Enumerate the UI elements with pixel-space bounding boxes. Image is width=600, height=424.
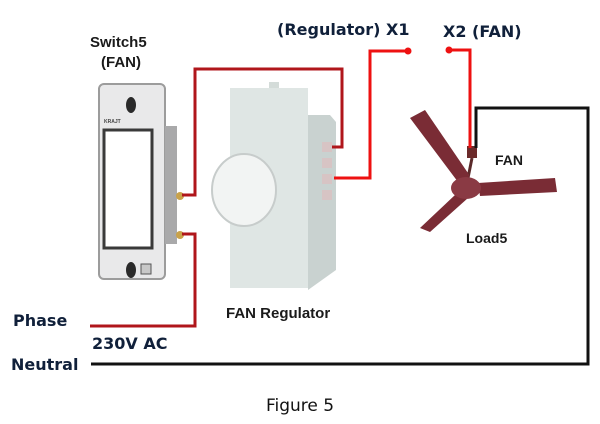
fan-regulator [211, 82, 336, 290]
screw-icon [126, 262, 136, 278]
neutral-wire [91, 106, 590, 366]
neutral-label: Neutral [11, 355, 79, 374]
regulator-knob [211, 153, 277, 227]
regulator-x1-label: (Regulator) X1 [277, 20, 410, 39]
load-label: Load5 [466, 230, 508, 246]
x2-to-fan-wire [449, 48, 472, 148]
phase-label: Phase [13, 311, 68, 330]
voltage-label: 230V AC [92, 334, 168, 353]
x2-terminal [445, 46, 453, 54]
phase-wire [90, 232, 197, 328]
switch-plate [98, 83, 184, 280]
regulator-label: FAN Regulator [226, 305, 331, 322]
fan-label: FAN [495, 152, 523, 168]
switch-label-line2: (FAN) [101, 54, 141, 71]
regulator-to-x1-wire [334, 49, 408, 180]
switch-label-line1: Switch5 [90, 34, 147, 51]
x1-terminal [404, 47, 412, 55]
figure-caption: Figure 5 [265, 396, 335, 416]
switch-brand: KRAJT [104, 119, 121, 125]
switch-to-regulator-wire [182, 67, 344, 197]
ceiling-fan-icon [410, 110, 557, 232]
screw-icon [126, 97, 136, 113]
fan-x2-label: X2 (FAN) [443, 22, 522, 41]
